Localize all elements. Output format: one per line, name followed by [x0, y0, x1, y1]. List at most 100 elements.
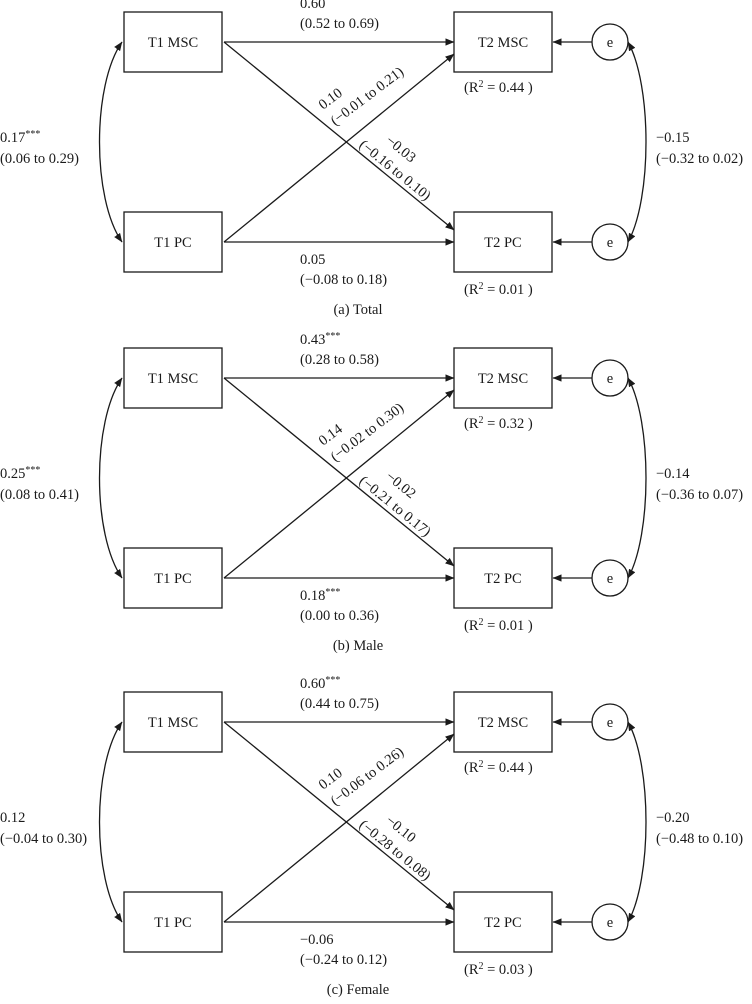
error-covariance-arrow [627, 377, 647, 579]
error-label-pc: e [607, 235, 613, 251]
diagonal-label-pc-to-msc: 0.10(−0.06 to 0.26) [316, 744, 407, 809]
coefficient-value: −0.06 [300, 932, 334, 948]
t1-covariance-arrow [98, 41, 123, 243]
t2-msc-label: T2 MSC [478, 371, 528, 387]
significance-mark: *** [25, 465, 40, 476]
coefficient-value: 0.25 [0, 466, 25, 482]
error-label-msc: e [607, 371, 613, 387]
ci-msc-to-msc: (0.52 to 0.69) [300, 16, 379, 32]
t2-msc-box [453, 11, 553, 73]
coef-t1-covariance: 0.12 [0, 810, 25, 826]
t2-pc-box [453, 891, 553, 953]
error-label-msc: e [607, 35, 613, 51]
significance-mark: *** [25, 129, 40, 140]
path-arrow-msc-to-pc [223, 377, 455, 567]
significance-mark: *** [325, 331, 340, 342]
t2-msc-box [453, 691, 553, 753]
error-circle-pc [591, 559, 629, 597]
coef-pc-to-pc: 0.18*** [300, 587, 340, 604]
error-circle-pc [591, 903, 629, 941]
t1-pc-box [123, 891, 223, 953]
t1-msc-label: T1 MSC [148, 371, 198, 387]
coef-msc-to-msc: 0.60*** [300, 0, 340, 12]
t2-msc-label: T2 MSC [478, 715, 528, 731]
r2-label-pc: (R2 = 0.01 ) [464, 617, 533, 634]
coefficient-value: −0.14 [656, 466, 690, 482]
ci-t1-covariance: (0.06 to 0.29) [0, 151, 79, 167]
diagonal-label-pc-to-msc: 0.10(−0.01 to 0.21) [316, 64, 407, 129]
error-circle-msc [591, 23, 629, 61]
t1-msc-box [123, 11, 223, 73]
path-arrow-pc-to-msc [223, 389, 455, 579]
ci-t1-covariance: (−0.04 to 0.30) [0, 831, 87, 847]
error-label-pc: e [607, 571, 613, 587]
diagonal-label-msc-to-pc: −0.10(−0.28 to 0.08) [356, 813, 434, 885]
t1-pc-label: T1 PC [154, 571, 191, 587]
error-circle-pc [591, 223, 629, 261]
ci-pc-to-pc: (0.00 to 0.36) [300, 608, 379, 624]
coefficient-value: −0.15 [656, 130, 690, 146]
r2-label-pc: (R2 = 0.03 ) [464, 961, 533, 978]
coefficient-value: 0.18 [300, 588, 325, 604]
coef-error-covariance: −0.14 [656, 466, 690, 482]
panel-caption: (b) Male [333, 638, 383, 654]
ci-t1-covariance: (0.08 to 0.41) [0, 487, 79, 503]
t1-pc-box [123, 547, 223, 609]
t2-pc-box [453, 547, 553, 609]
coef-pc-to-pc: 0.05 [300, 252, 325, 268]
coef-t1-covariance: 0.25*** [0, 465, 40, 482]
coef-msc-to-msc: 0.43*** [300, 331, 340, 348]
coefficient-value: 0.60 [300, 676, 325, 692]
coefficient-value: 0.05 [300, 252, 325, 268]
coefficient-value: 0.17 [0, 130, 25, 146]
t1-msc-label: T1 MSC [148, 35, 198, 51]
t1-covariance-arrow [98, 721, 123, 923]
diagonal-label-msc-to-pc: −0.02(−0.21 to 0.17) [356, 469, 434, 541]
t2-pc-label: T2 PC [484, 915, 521, 931]
ci-pc-to-pc: (−0.08 to 0.18) [300, 272, 387, 288]
ci-msc-to-msc: (0.44 to 0.75) [300, 696, 379, 712]
significance-mark: *** [325, 587, 340, 598]
path-arrow-msc-to-pc [223, 41, 455, 231]
coefficient-value: −0.20 [656, 810, 690, 826]
t1-msc-box [123, 347, 223, 409]
ci-msc-to-msc: (0.28 to 0.58) [300, 352, 379, 368]
t2-pc-label: T2 PC [484, 235, 521, 251]
ci-error-covariance: (−0.48 to 0.10) [656, 831, 743, 847]
significance-mark: *** [325, 0, 340, 6]
path-arrow-pc-to-msc [223, 53, 455, 243]
ci-error-covariance: (−0.32 to 0.02) [656, 151, 743, 167]
error-label-pc: e [607, 915, 613, 931]
t1-covariance-arrow [98, 377, 123, 579]
diagonal-label-msc-to-pc: −0.03(−0.16 to 0.10) [356, 133, 434, 205]
coefficient-value: 0.43 [300, 332, 325, 348]
coefficient-value: 0.12 [0, 810, 25, 826]
path-arrow-msc-to-pc [223, 721, 455, 911]
t1-pc-box [123, 211, 223, 273]
coef-t1-covariance: 0.17*** [0, 129, 40, 146]
ci-error-covariance: (−0.36 to 0.07) [656, 487, 743, 503]
t2-msc-box [453, 347, 553, 409]
r2-label-msc: (R2 = 0.44 ) [464, 79, 533, 96]
coefficient-value: 0.60 [300, 0, 325, 12]
coef-error-covariance: −0.15 [656, 130, 690, 146]
significance-mark: *** [325, 675, 340, 686]
r2-label-msc: (R2 = 0.32 ) [464, 415, 533, 432]
diagonal-label-pc-to-msc: 0.14(−0.02 to 0.30) [316, 400, 407, 465]
t2-pc-box [453, 211, 553, 273]
panel-caption: (c) Female [327, 982, 389, 998]
coef-pc-to-pc: −0.06 [300, 932, 334, 948]
ci-pc-to-pc: (−0.24 to 0.12) [300, 952, 387, 968]
path-arrow-pc-to-msc [223, 733, 455, 923]
error-label-msc: e [607, 715, 613, 731]
t1-pc-label: T1 PC [154, 235, 191, 251]
t1-msc-label: T1 MSC [148, 715, 198, 731]
coef-error-covariance: −0.20 [656, 810, 690, 826]
t1-pc-label: T1 PC [154, 915, 191, 931]
error-circle-msc [591, 703, 629, 741]
